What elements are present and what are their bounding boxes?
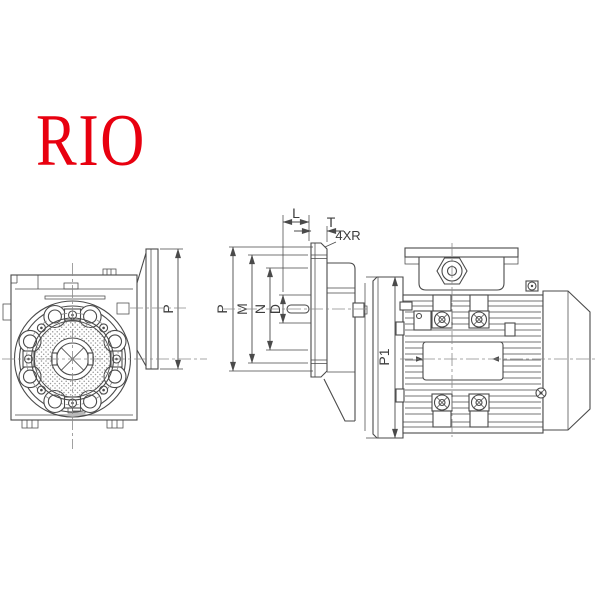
- motor: [395, 247, 591, 434]
- centerline-arrow-left: [416, 356, 423, 362]
- side-view: P M N D L T 4XR: [214, 205, 597, 439]
- cover-screws: [23, 310, 122, 408]
- brand-logo: RIO: [36, 100, 146, 182]
- tie-bolts-top: [431, 294, 490, 329]
- gearbox-housing-side: [323, 262, 368, 422]
- flange-bolt-holes: [22, 309, 123, 409]
- shaft-end-boss: [352, 302, 365, 318]
- dim-top: L T 4XR: [282, 205, 361, 292]
- front-view-side-flange: [136, 248, 159, 370]
- dim-label-P1: P1: [376, 348, 392, 365]
- output-flange-side: [310, 242, 328, 378]
- tie-bolts-bottom: [431, 393, 490, 428]
- dim-label-L: L: [292, 205, 300, 221]
- left-tab-upper: [395, 321, 405, 336]
- dim-label-P-front: P: [160, 304, 176, 313]
- terminal-box: [404, 247, 519, 291]
- lug-box: [413, 310, 432, 331]
- right-tab: [504, 322, 516, 337]
- dim-label-4XR: 4XR: [335, 228, 360, 243]
- nameplate: [422, 341, 504, 381]
- motor-adapter-flange: P1: [364, 276, 404, 439]
- dim-P-front: P: [160, 248, 183, 370]
- flange-bolt: [399, 301, 413, 311]
- front-view: P: [2, 248, 207, 449]
- dim-label-T: T: [327, 214, 336, 230]
- cable-gland-hex: [436, 257, 468, 285]
- gearbox-body-front: [2, 268, 138, 429]
- dim-label-M: M: [234, 303, 250, 315]
- fan-cover: [525, 280, 591, 431]
- left-tab-lower: [395, 388, 405, 403]
